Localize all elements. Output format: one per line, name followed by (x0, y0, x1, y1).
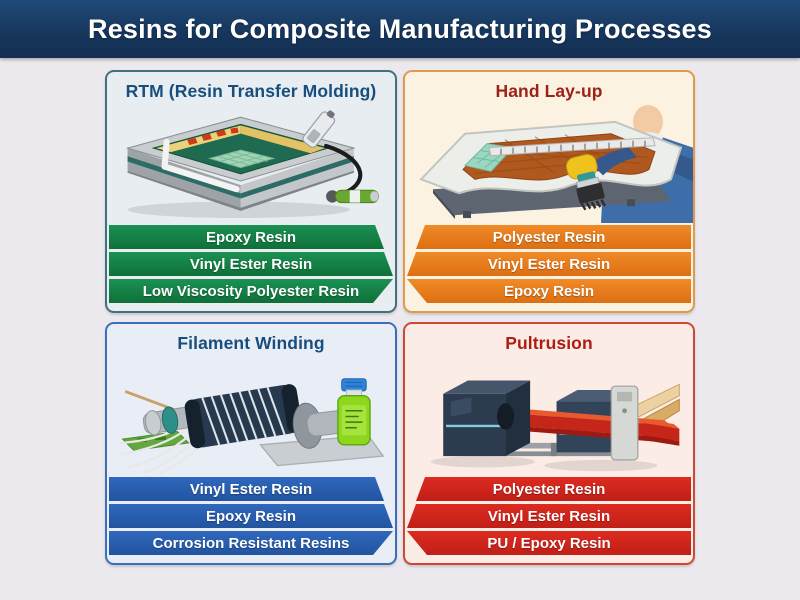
panel-title-pultrusion: Pultrusion (505, 333, 593, 353)
worker-brushing-mold-icon (419, 104, 693, 223)
pultrusion-machine-icon (430, 380, 680, 472)
resin-list-pultrusion: Polyester Resin Vinyl Ester Resin PU / E… (407, 477, 691, 555)
panel-title-filament-winding: Filament Winding (177, 333, 325, 353)
resin-banner: Epoxy Resin (109, 504, 393, 528)
rtm-mold-cutaway-icon (125, 110, 380, 219)
filament-winding-machine-icon (119, 378, 385, 475)
resin-banner: PU / Epoxy Resin (407, 531, 691, 555)
quadrant-grid: RTM (Resin Transfer Molding) (105, 70, 695, 565)
panel-pultrusion: Pultrusion (403, 322, 695, 565)
resin-list-hand-layup: Polyester Resin Vinyl Ester Resin Epoxy … (407, 225, 691, 303)
resin-banner: Polyester Resin (416, 225, 691, 249)
page-title: Resins for Composite Manufacturing Proce… (88, 13, 712, 44)
panel-rtm: RTM (Resin Transfer Molding) (105, 70, 397, 313)
panel-title-hand-layup: Hand Lay-up (495, 81, 603, 101)
hand-layup-illustration (405, 104, 693, 223)
resin-banner: Low Viscosity Polyester Resin (109, 279, 393, 303)
resin-banner: Epoxy Resin (407, 279, 691, 303)
resin-list-filament-winding: Vinyl Ester Resin Epoxy Resin Corrosion … (109, 477, 393, 555)
pultrusion-illustration (405, 356, 693, 475)
resin-banner: Vinyl Ester Resin (407, 504, 691, 528)
resin-banner: Vinyl Ester Resin (109, 477, 393, 501)
resin-list-rtm: Epoxy Resin Vinyl Ester Resin Low Viscos… (109, 225, 393, 303)
panel-title-rtm: RTM (Resin Transfer Molding) (125, 81, 377, 101)
resin-banner: Vinyl Ester Resin (109, 252, 393, 276)
panel-filament-winding: Filament Winding (105, 322, 397, 565)
main-title-bar: Resins for Composite Manufacturing Proce… (0, 0, 800, 58)
rtm-mold-illustration (107, 104, 395, 223)
resin-banner: Vinyl Ester Resin (407, 252, 691, 276)
panel-hand-layup: Hand Lay-up (403, 70, 695, 313)
resin-banner: Corrosion Resistant Resins (109, 531, 393, 555)
resin-banner: Polyester Resin (416, 477, 691, 501)
resin-banner: Epoxy Resin (109, 225, 393, 249)
filament-winding-illustration (107, 356, 395, 475)
